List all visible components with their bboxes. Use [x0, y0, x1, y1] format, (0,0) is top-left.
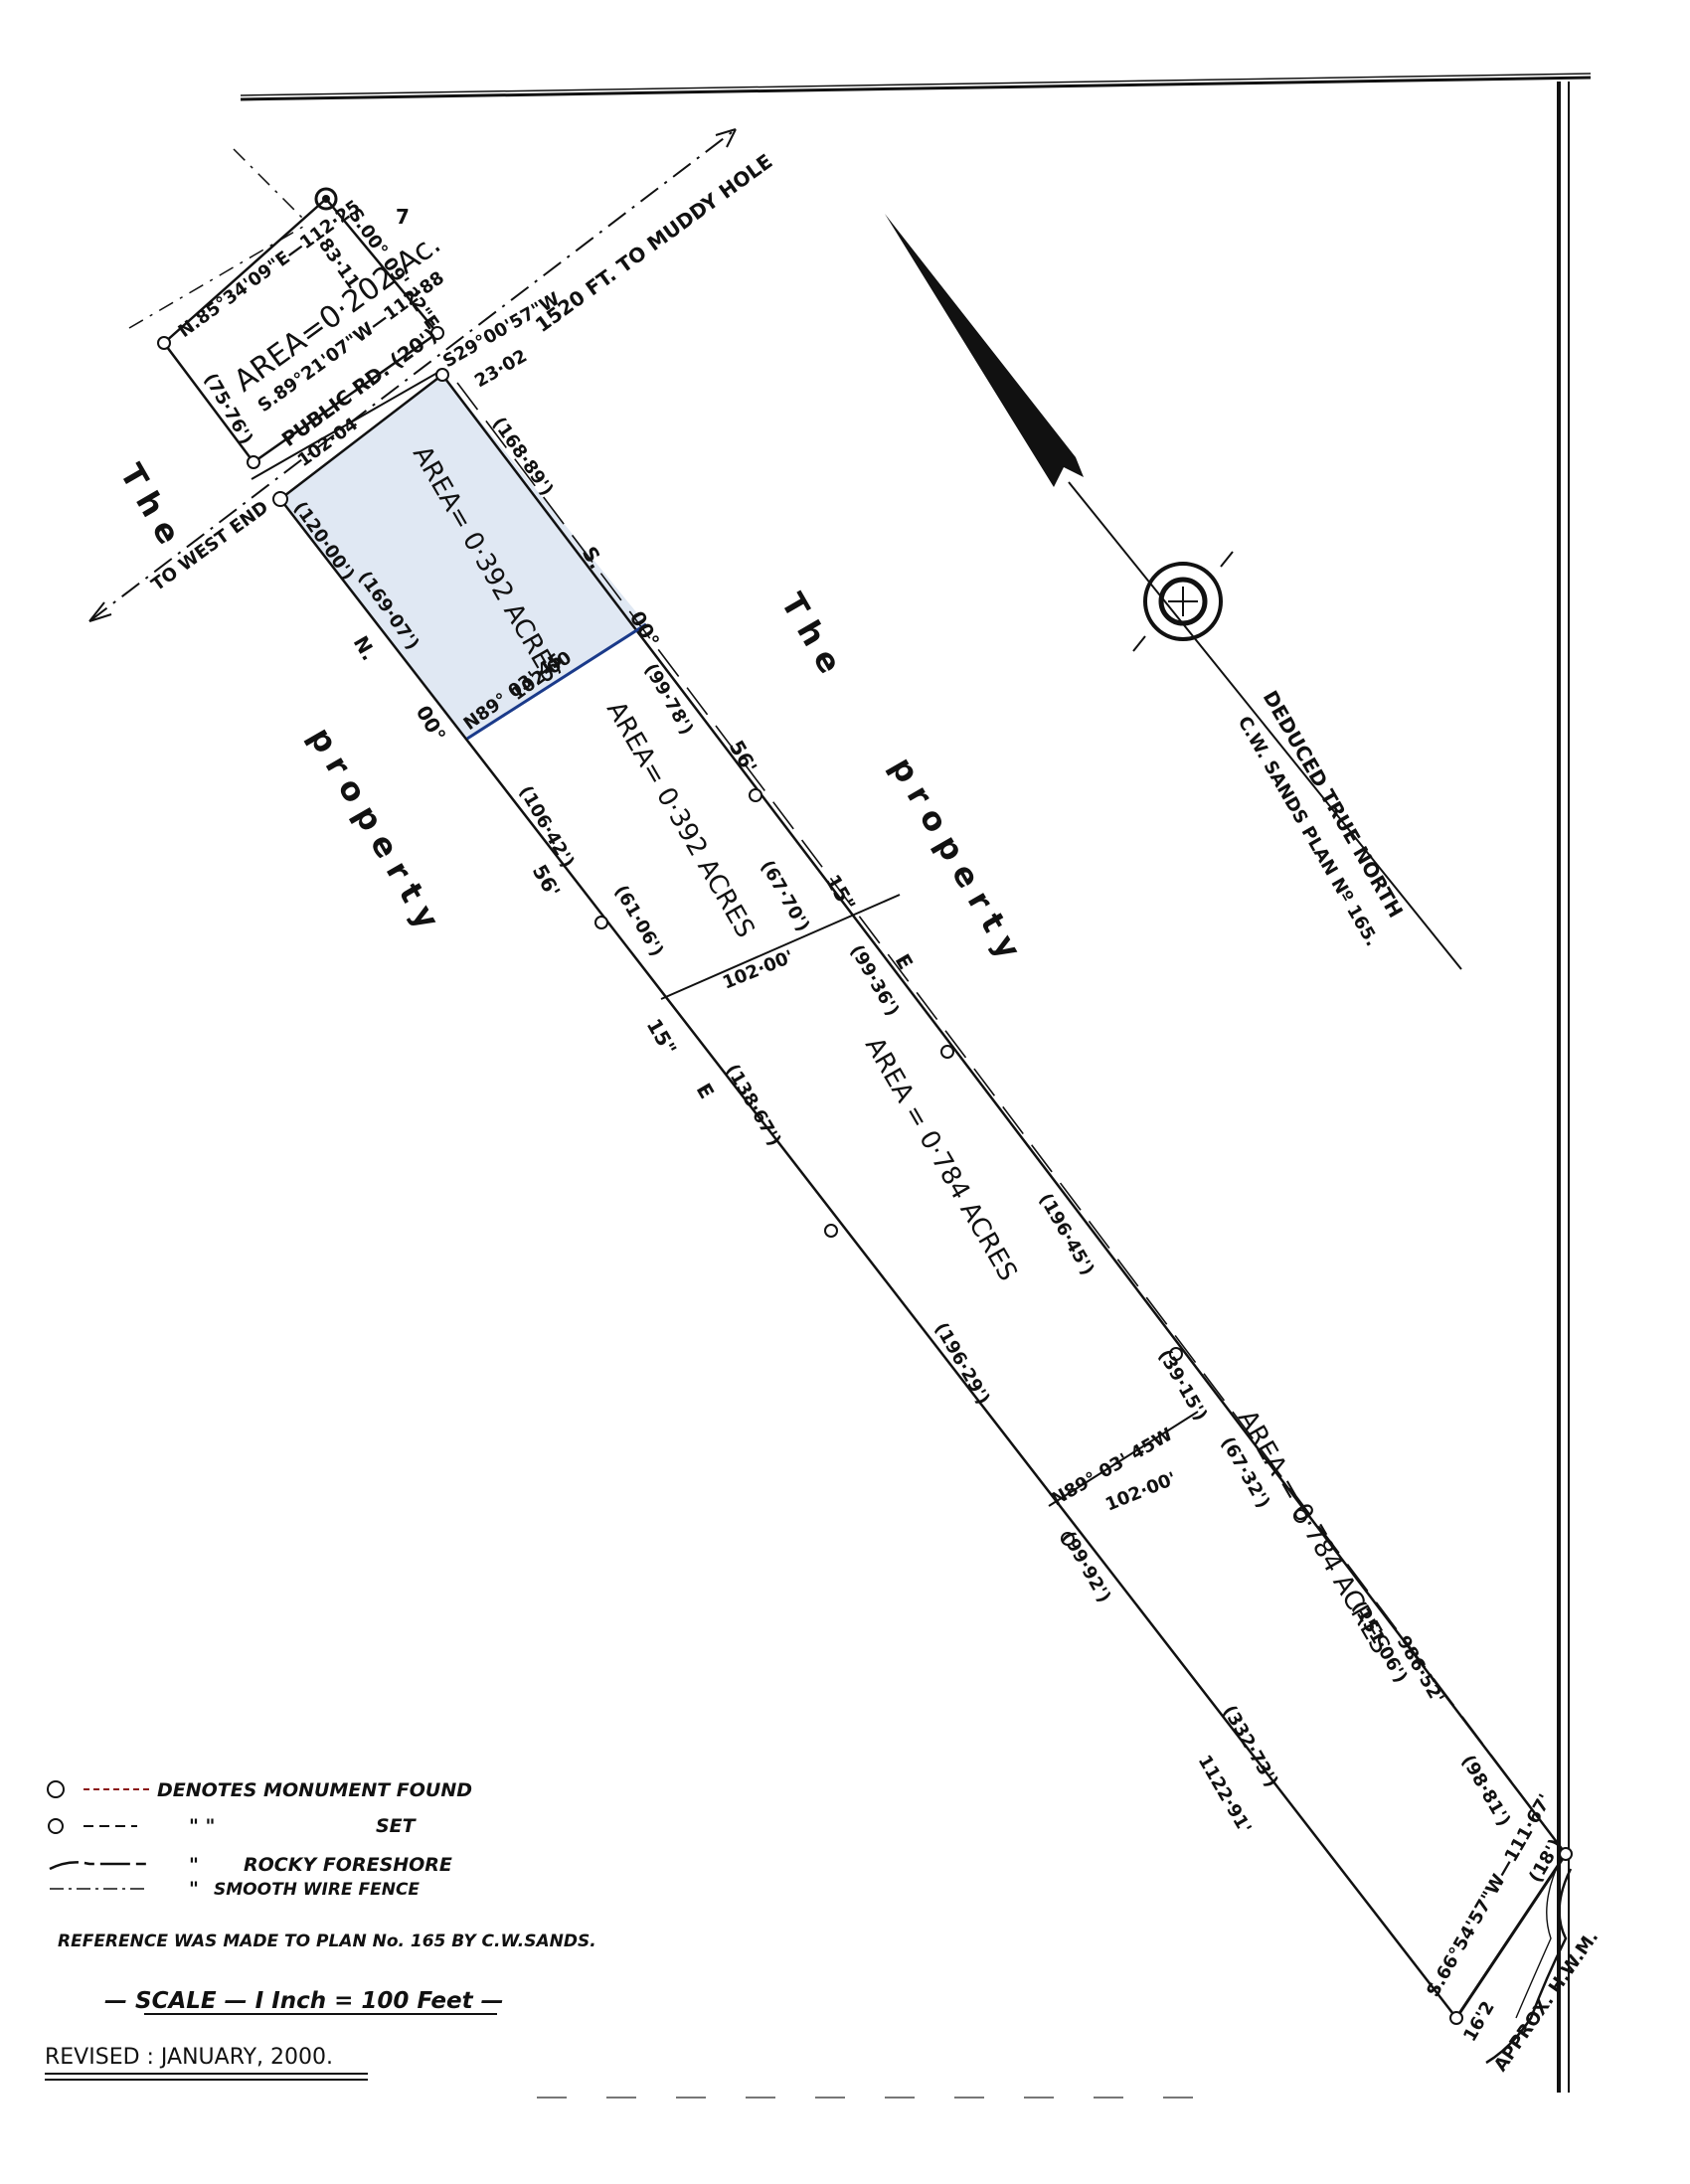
monument-marker	[1061, 1532, 1075, 1546]
road-centerline	[88, 128, 737, 622]
revised-text: REVISED : JANUARY, 2000.	[45, 2045, 333, 2070]
monument-marker	[1293, 1509, 1307, 1523]
monument-found-icon	[47, 1780, 65, 1798]
lot-line-2	[660, 894, 901, 1000]
east-dim-5: (39·15')	[1154, 1346, 1212, 1425]
north-arrow-shaft	[1068, 481, 1462, 970]
legend-fence: SMOOTH WIRE FENCE	[214, 1880, 420, 1900]
north-boundary	[279, 374, 443, 500]
west-dim-6: (332·73')	[1219, 1702, 1282, 1791]
property-right-label: property	[883, 751, 1034, 973]
monument-found-marker	[314, 187, 338, 211]
legend-set: SET	[376, 1815, 418, 1837]
scale-text: — SCALE — I Inch = 100 Feet —	[104, 1988, 504, 2014]
line2-dist: 102·00'	[720, 946, 796, 994]
monument-marker	[1559, 1847, 1573, 1861]
lot3-area: AREA = 0·784 ACRES	[859, 1033, 1023, 1286]
top-border-line-inner	[240, 73, 1592, 96]
north-target-icon	[1143, 562, 1223, 641]
hwm-line	[1515, 1858, 1562, 2019]
legend-reference: REFERENCE WAS MADE TO PLAN No. 165 BY C.…	[58, 1932, 596, 1951]
monument-marker	[247, 455, 260, 469]
public-road-edge	[251, 372, 438, 480]
south-boundary	[1454, 1853, 1568, 2019]
arrow-west-icon	[88, 601, 112, 622]
the-right-label: The	[773, 587, 854, 688]
road-north-label: 1520 FT. TO MUDDY HOLE	[531, 149, 777, 337]
monument-marker	[749, 788, 762, 802]
top-lot-east-dist: 83·11	[314, 235, 364, 293]
north-target-ticks	[1132, 551, 1234, 652]
property-left-label: property	[301, 721, 452, 943]
west-bearing-dir: E	[692, 1080, 720, 1103]
rocky-foreshore	[1485, 1868, 1573, 2065]
monument-marker	[157, 336, 171, 350]
east-bearing-min: 56'	[725, 737, 762, 777]
west-boundary	[279, 498, 1457, 2019]
north-target-inner	[1158, 577, 1208, 626]
monument-marker	[824, 1224, 838, 1238]
legend: DENOTES MONUMENT FOUND " " SET " ROCKY F…	[45, 1779, 596, 2081]
west-total: 1122·91'	[1194, 1752, 1256, 1837]
monument-marker	[435, 368, 449, 382]
east-boundary	[441, 374, 1567, 1855]
legend-set-mark: " "	[189, 1815, 215, 1837]
east-dim-3: (99·36')	[846, 941, 904, 1020]
north-arrow-icon	[885, 214, 1084, 487]
monument-marker	[272, 491, 288, 507]
monument-marker	[430, 326, 444, 340]
west-dim-2: (61·06')	[610, 882, 668, 960]
monument-set-icon	[48, 1818, 64, 1834]
lot-line-3	[1048, 1411, 1199, 1507]
top-border-line	[240, 76, 1592, 101]
legend-found: DENOTES MONUMENT FOUND	[157, 1779, 472, 1801]
east-dim-8: (98·81')	[1457, 1752, 1515, 1830]
monument-marker	[1449, 2011, 1463, 2025]
legend-fence-mark: "	[189, 1878, 199, 1900]
west-bearing-sec: 15"	[642, 1015, 682, 1060]
legend-line-rocky	[49, 1861, 149, 1871]
monument-marker	[1169, 1347, 1183, 1361]
west-dim-1: (106·42')	[515, 782, 579, 872]
lot-line-1	[466, 622, 647, 741]
monument-marker	[940, 1045, 954, 1059]
revised-underline	[45, 2073, 368, 2081]
legend-rocky-mark: "	[189, 1854, 199, 1876]
monument-marker	[594, 916, 608, 929]
fence-line-top	[233, 148, 304, 220]
west-bearing-n: N.	[349, 632, 382, 665]
lot-1-shading	[280, 375, 646, 739]
the-left-label: The	[112, 457, 193, 559]
monument-found-center	[322, 195, 330, 203]
west-dim-3: (138·67')	[722, 1061, 785, 1150]
north-target-cross	[1168, 587, 1198, 616]
east-dim-4: (196·45')	[1035, 1190, 1098, 1279]
west-dim-4: (196·29')	[930, 1319, 994, 1409]
east-dim-2: (67·70')	[757, 857, 814, 935]
number-7: 7	[396, 205, 410, 229]
east-bearing-sec: 15"	[821, 871, 861, 916]
legend-rocky: ROCKY FORESHORE	[244, 1854, 452, 1876]
fence-line-east	[456, 382, 1552, 1835]
arrow-north-icon	[715, 128, 737, 148]
